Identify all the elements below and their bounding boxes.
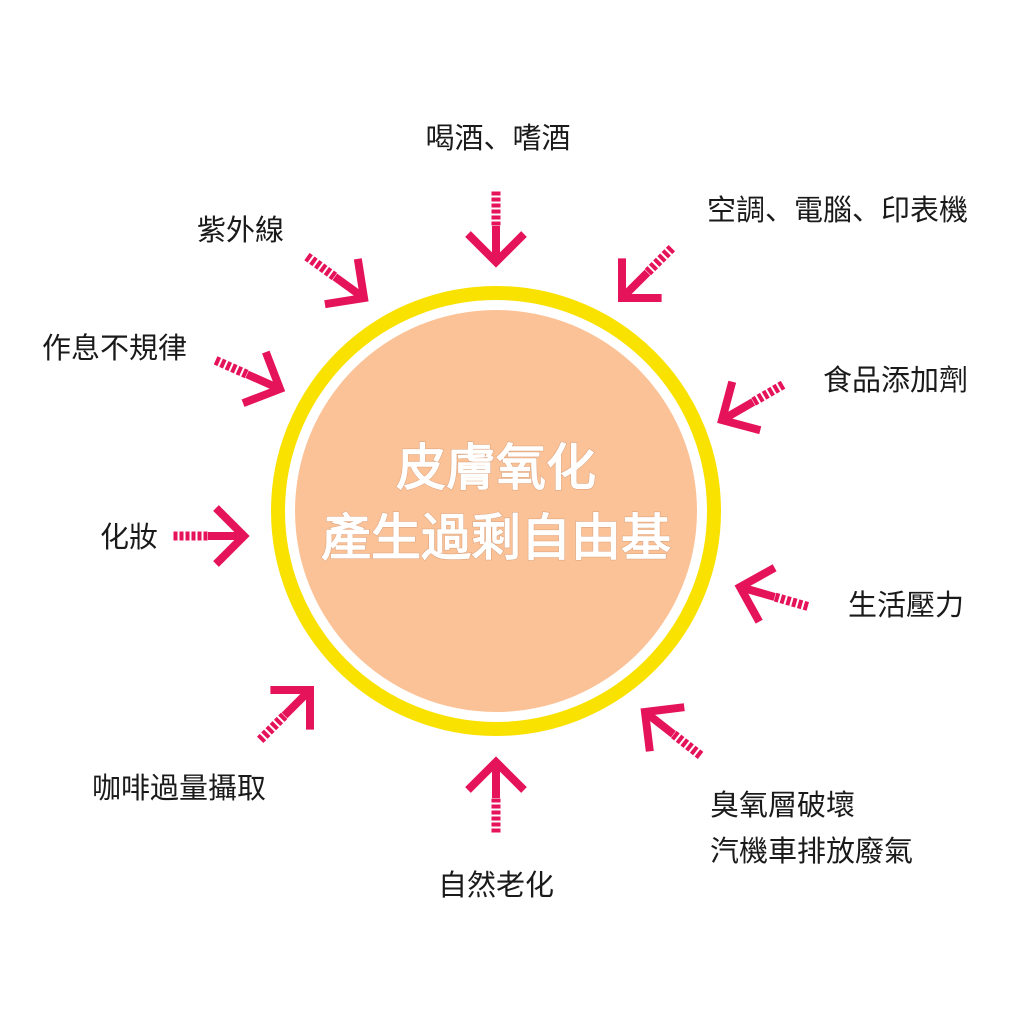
label-uv: 紫外線 [197, 213, 284, 247]
arrow-coffee [241, 670, 330, 759]
arrow-drinking [468, 192, 524, 262]
arrow-stress [732, 560, 815, 633]
label-ozone-line1: 臭氧層破壞 [710, 788, 855, 822]
arrow-sleep [205, 335, 292, 415]
arrow-makeup [174, 508, 244, 564]
label-stress: 生活壓力 [848, 588, 964, 622]
arrow-aging [468, 762, 524, 832]
center-title: 皮膚氧化 [396, 439, 596, 497]
arrow-appliances [602, 229, 691, 318]
label-appliances: 空調、電腦、印表機 [707, 193, 968, 227]
label-sleep: 作息不規律 [42, 331, 187, 365]
arrow-uv [291, 234, 381, 320]
arrow-ozone [628, 690, 718, 777]
label-drinking: 喝酒、嗜酒 [425, 121, 570, 155]
label-ozone: 臭氧層破壞 汽機車排放廢氣 [710, 788, 913, 868]
center-subtitle: 產生過剩自由基 [321, 509, 671, 567]
inner-core [295, 310, 697, 712]
label-ozone-line2: 汽機車排放廢氣 [710, 834, 913, 868]
label-makeup: 化妝 [100, 520, 158, 554]
label-coffee: 咖啡過量攝取 [92, 771, 266, 805]
arrow-additives [708, 361, 797, 444]
label-additives: 食品添加劑 [823, 363, 968, 397]
outer-ring [271, 286, 721, 736]
label-aging: 自然老化 [438, 868, 554, 902]
